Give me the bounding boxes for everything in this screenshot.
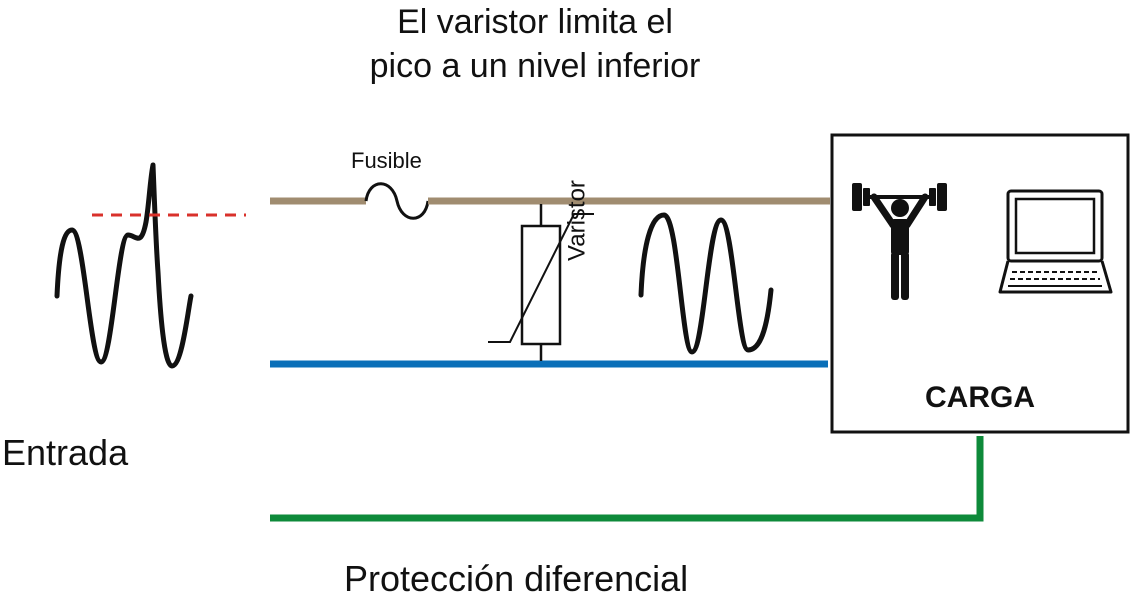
weightlifter-icon — [852, 183, 947, 300]
input-waveform — [54, 162, 194, 369]
varistor-symbol — [488, 204, 594, 361]
load-label: CARGA — [925, 381, 1035, 414]
title-line-2: pico a un nivel inferior — [369, 47, 701, 85]
fuse-symbol — [364, 182, 430, 220]
title-line-1: El varistor limita el — [397, 3, 673, 41]
differential-protection-label: Protección diferencial — [344, 558, 689, 599]
load-box — [830, 133, 1130, 434]
diagram-title: El varistor limita el pico a un nivel in… — [300, 0, 770, 88]
varistor-label: Varistor — [563, 180, 591, 261]
earth-line — [270, 436, 984, 522]
limited-waveform — [638, 212, 774, 355]
laptop-icon — [998, 189, 1113, 294]
input-label: Entrada — [2, 432, 129, 473]
fuse-label: Fusible — [351, 148, 422, 173]
